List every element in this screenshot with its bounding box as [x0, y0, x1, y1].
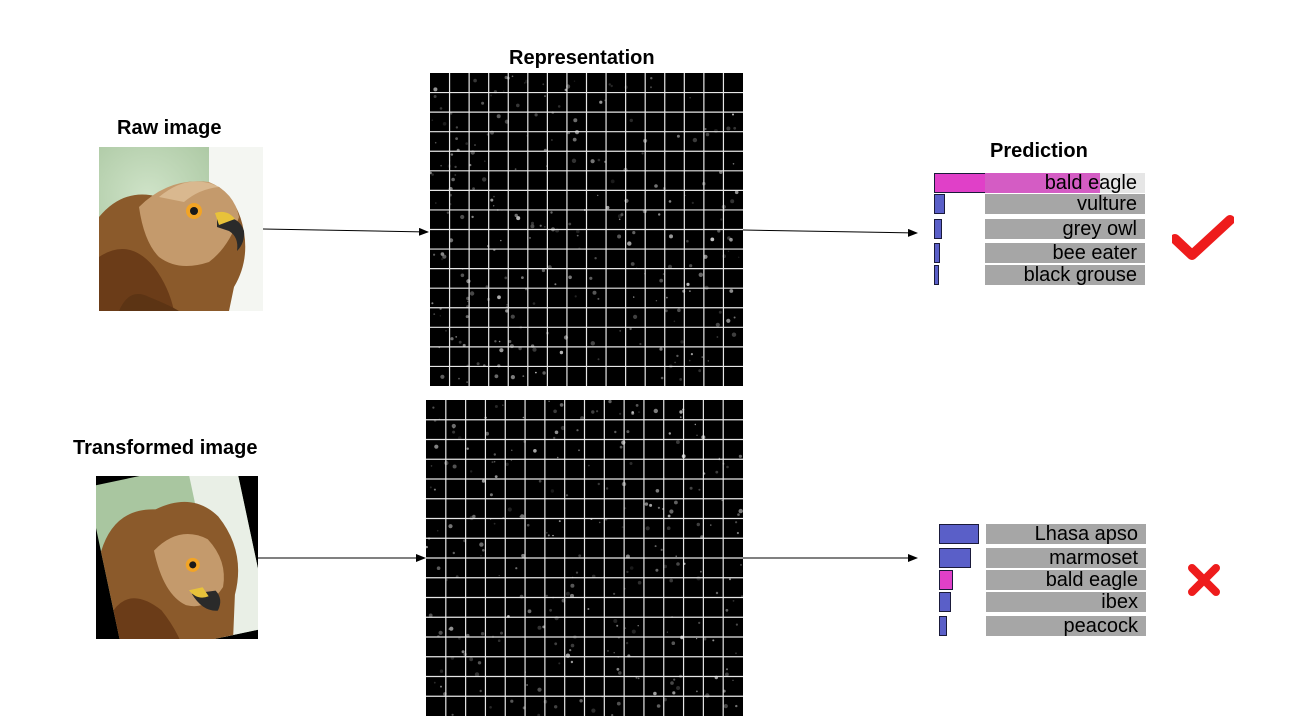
prediction-label: marmoset — [986, 548, 1146, 568]
prediction-label: bee eater — [985, 243, 1145, 263]
prediction-title: Prediction — [990, 140, 1088, 162]
arrow-representation-to-prediction-raw — [742, 228, 918, 237]
arrow-raw-to-representation — [262, 227, 429, 236]
prediction-bar — [934, 243, 940, 263]
prediction-label: ibex — [986, 592, 1146, 612]
prediction-bar — [939, 548, 971, 568]
representation-grid-transformed — [425, 399, 744, 717]
prediction-bar — [939, 570, 953, 590]
transformed-eagle-image — [96, 476, 258, 639]
check-icon — [1172, 215, 1234, 260]
bars-transformed — [939, 524, 1139, 644]
raw-image-title: Raw image — [117, 117, 222, 139]
transformed-image-title: Transformed image — [73, 437, 258, 459]
representation-grid-raw — [429, 73, 743, 386]
prediction-bar — [934, 194, 945, 214]
cross-icon — [1188, 564, 1220, 596]
prediction-label: black grouse — [985, 265, 1145, 285]
prediction-label: peacock — [986, 616, 1146, 636]
prediction-bar — [939, 616, 947, 636]
prediction-label: grey owl — [985, 219, 1145, 239]
raw-eagle-image — [99, 147, 263, 311]
prediction-bar — [934, 219, 942, 239]
prediction-label: bald eagle — [986, 570, 1146, 590]
prediction-bar — [939, 524, 979, 544]
prediction-label: Lhasa apso — [986, 524, 1146, 544]
prediction-bar — [934, 265, 939, 285]
prediction-label: bald eagle — [985, 173, 1145, 193]
prediction-label: vulture — [985, 194, 1145, 214]
representation-title: Representation — [509, 47, 655, 69]
prediction-bar — [939, 592, 951, 612]
